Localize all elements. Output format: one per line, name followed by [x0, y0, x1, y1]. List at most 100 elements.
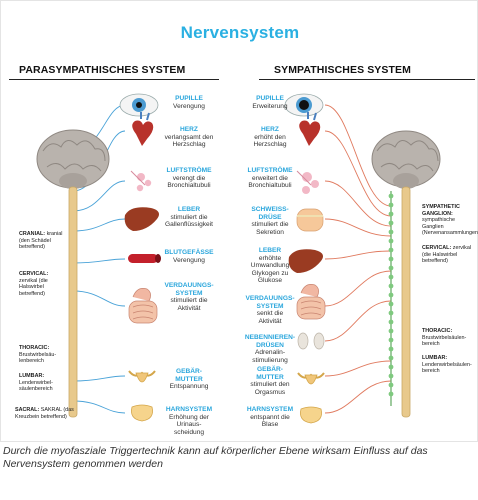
ganglion-node [388, 274, 394, 280]
organ-effect: Verengung [173, 256, 205, 264]
organ-name: LUFTSTRÖME [247, 167, 293, 174]
left-blood-vessel-icon [128, 254, 161, 263]
ganglion-node [388, 229, 394, 235]
right-liver-icon [288, 249, 323, 273]
sympathetic-nerve [324, 250, 392, 260]
right-organ-label-urinary: HARNSYSTEM entspannt die Blase [238, 406, 302, 429]
ganglion-node [388, 220, 394, 226]
right-organ-label-sweat-gland: SCHWEISS-DRÜSE stimuliert die Sekretion [238, 206, 302, 236]
organ-effect: erhöhte Umwandlung Glykogen zu Glukose [250, 254, 290, 285]
organ-name: HARNSYSTEM [165, 406, 213, 413]
sympathetic-nerve [324, 300, 392, 342]
ganglion-node [388, 328, 394, 334]
spine-label-text: zervikal (die Halswirbel betreffend) [422, 245, 472, 265]
ganglion-node [388, 301, 394, 307]
sympathetic-nerve [324, 104, 392, 207]
right-organ-label-heart: HERZ erhöht den Herzschlag [238, 126, 302, 149]
right-digestive-icon [296, 284, 326, 320]
spine-label-cranial: CRANIAL: kranial (den Schädel betreffend… [19, 231, 67, 251]
organ-effect: Verengung [173, 102, 205, 110]
sympathetic-nerve [324, 218, 392, 237]
left-liver-icon [124, 207, 159, 231]
left-organ-label-liver: LEBER stimuliert die Gallenflüssigkeit [149, 206, 229, 229]
left-bladder-icon [131, 404, 153, 422]
sympathetic-nerve [324, 270, 392, 307]
ganglion-node [388, 364, 394, 370]
right-heading-rule [259, 79, 475, 80]
right-eye-icon [284, 93, 324, 117]
left-organ-label-heart: HERZ verlangsamt den Herzschlag [149, 126, 229, 149]
ganglion-node [388, 256, 394, 262]
right-brain [371, 130, 441, 189]
organ-name: HARNSYSTEM [246, 406, 294, 413]
organ-name: VERDAUUNGS-SYSTEM [245, 295, 295, 310]
ganglion-node [388, 373, 394, 379]
organ-name: VERDAUUNGS-SYSTEM [164, 282, 214, 297]
spine-label-term: LUMBAR: [19, 373, 45, 379]
ganglion-node [388, 391, 394, 397]
spine-label-term: CRANIAL: [19, 231, 46, 237]
right-organ-label-liver: LEBER erhöhte Umwandlung Glykogen zu Glu… [238, 247, 302, 285]
spine-label-thoracic-left: THORACIC: Brustwirbelsäu-lenbereich [19, 345, 65, 365]
organ-effect: stimuliert die Sekretion [251, 221, 289, 236]
ganglion-node [388, 265, 394, 271]
spine-label-text: Lendenwirbelsäulen-bereich [422, 361, 472, 375]
ganglion-node [388, 211, 394, 217]
organ-effect: verengt die Bronchialtubuli [167, 174, 211, 190]
right-bladder-icon [300, 406, 322, 424]
right-uterus-icon [297, 372, 325, 385]
organ-effect: Erhöhung der Urinaus-scheidung [169, 413, 209, 436]
left-organ-label-digestive: VERDAUUNGS-SYSTEM stimuliert die Aktivit… [149, 282, 229, 312]
parasympathetic-heading: PARASYMPATHISCHES SYSTEM [19, 64, 186, 76]
left-brain [36, 129, 110, 189]
diagram-title: Nervensystem [180, 23, 300, 42]
spine-label-term: SACRAL: [15, 407, 40, 413]
spine-label-text: Lendenwirbel-säulenbereich [19, 379, 53, 393]
parasympathetic-nerve [72, 180, 126, 212]
ganglion-node [388, 346, 394, 352]
ganglion-node [388, 247, 394, 253]
organ-name: PUPILLE [256, 95, 284, 102]
right-spinal-cord [401, 186, 411, 418]
spine-label-text: SAKRAL (das Kreuzbein betreffend) [15, 407, 74, 420]
parasympathetic-nerve [72, 375, 126, 382]
figure-caption: Durch die myofasziale Triggertechnik kan… [3, 445, 428, 470]
organ-name: LEBER [258, 247, 282, 254]
spine-label-text: Brustwirbelsäu-lenbereich [19, 351, 57, 365]
spine-label-sacral: SACRAL: SAKRAL (das Kreuzbein betreffend… [15, 407, 79, 420]
left-organ-label-urinary: HARNSYSTEM Erhöhung der Urinaus-scheidun… [149, 406, 229, 436]
spine-label-cervical-left: CERVICAL: zervikal (die Halswirbel betre… [19, 271, 65, 297]
ganglion-node [388, 292, 394, 298]
organ-name: SCHWEISS-DRÜSE [251, 206, 289, 221]
left-organ-label-airways: LUFTSTRÖME verengt die Bronchialtubuli [149, 167, 229, 190]
left-spinal-cord [68, 186, 78, 418]
ganglion-node [388, 193, 394, 199]
organ-name: LEBER [177, 206, 201, 213]
left-organ-label-uterus: GEBÄR-MUTTER Entspannung [149, 368, 229, 391]
organ-effect: Entspannung [169, 383, 209, 391]
organ-effect: Adrenalin-stimulierung [252, 349, 288, 364]
parasympathetic-nerve [72, 400, 126, 414]
organ-effect: erhöht den Herzschlag [253, 133, 287, 149]
ganglion-node [388, 238, 394, 244]
ganglion-node [388, 310, 394, 316]
right-sweat-gland-icon [296, 208, 324, 232]
left-organ-label-pupil: PUPILLE Verengung [149, 95, 229, 110]
spine-label-cervical-right: CERVICAL: zervikal (die Halswirbel betre… [422, 245, 476, 265]
organ-name: NEBENNIEREN-DRÜSEN [244, 334, 296, 349]
organ-effect: Erweiterung [252, 102, 288, 110]
left-airways-icon [130, 170, 152, 192]
ganglion-node [388, 202, 394, 208]
diagram-figure: Nervensystem PARASYMPATHISCHES SYSTEM SY… [0, 0, 478, 442]
organ-name: HERZ [261, 126, 279, 133]
spine-label-term: LUMBAR: [422, 355, 448, 361]
right-organ-label-digestive: VERDAUUNGS-SYSTEM senkt die Aktivität [238, 295, 302, 325]
right-organ-label-adrenal: NEBENNIEREN-DRÜSEN Adrenalin-stimulierun… [238, 334, 302, 364]
spine-label-term: CERVICAL: [19, 271, 49, 277]
organ-effect: erweitert die Bronchialtubuli [248, 174, 292, 190]
organ-name: GEBÄR-MUTTER [175, 368, 203, 383]
parasympathetic-nerve [72, 218, 126, 232]
ganglion-node [388, 382, 394, 388]
spine-label-term: SYMPATHETIC GANGLION: [422, 204, 460, 217]
right-adrenal-icon [297, 332, 325, 350]
